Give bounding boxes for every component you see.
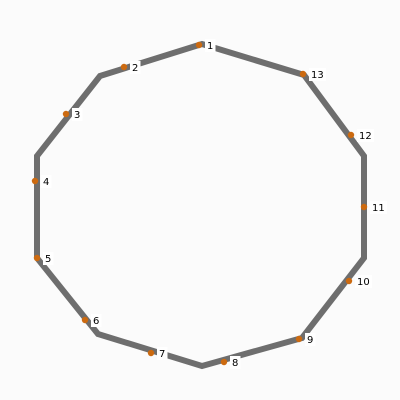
point-label: 13 [311, 70, 324, 81]
point-8: 8 [220, 356, 241, 369]
point-4: 4 [31, 175, 52, 188]
point-marker [347, 131, 355, 139]
point-label: 3 [74, 110, 80, 121]
point-5: 5 [33, 252, 54, 265]
point-marker [345, 277, 353, 285]
point-12: 12 [347, 129, 374, 142]
point-label: 5 [45, 254, 51, 265]
point-label-background [205, 39, 216, 52]
point-1: 1 [195, 39, 216, 52]
point-label: 1 [207, 41, 213, 52]
point-label-background [91, 314, 102, 327]
point-10: 10 [345, 275, 372, 288]
point-11: 11 [360, 201, 387, 214]
point-7: 7 [147, 347, 168, 360]
point-label-background [43, 252, 54, 265]
point-label-background [72, 108, 83, 121]
point-marker [81, 316, 89, 324]
point-marker [195, 41, 203, 49]
point-label: 2 [132, 63, 138, 74]
point-9: 9 [295, 333, 316, 346]
point-13: 13 [299, 68, 326, 81]
point-label: 6 [93, 316, 99, 327]
point-label-background [130, 61, 141, 74]
point-label-background [357, 129, 374, 142]
point-label: 4 [43, 177, 49, 188]
point-label: 11 [372, 203, 385, 214]
point-label-background [370, 201, 387, 214]
point-marker [62, 110, 70, 118]
point-marker [120, 63, 128, 71]
point-3: 3 [62, 108, 83, 121]
point-marker [295, 335, 303, 343]
point-2: 2 [120, 61, 141, 74]
point-marker [360, 203, 368, 211]
point-marker [33, 254, 41, 262]
point-label: 9 [307, 335, 313, 346]
point-marker [220, 358, 228, 366]
point-label-background [230, 356, 241, 369]
polygon-outline [34, 40, 367, 370]
point-label-background [355, 275, 372, 288]
point-label-background [309, 68, 326, 81]
point-label: 8 [232, 358, 238, 369]
point-marker [299, 70, 307, 78]
point-label-background [41, 175, 52, 188]
point-label-background [305, 333, 316, 346]
point-label-background [157, 347, 168, 360]
point-marker [31, 177, 39, 185]
point-label: 12 [359, 131, 372, 142]
point-label: 10 [357, 277, 370, 288]
point-label: 7 [159, 349, 165, 360]
point-marker [147, 349, 155, 357]
point-6: 6 [81, 314, 102, 327]
